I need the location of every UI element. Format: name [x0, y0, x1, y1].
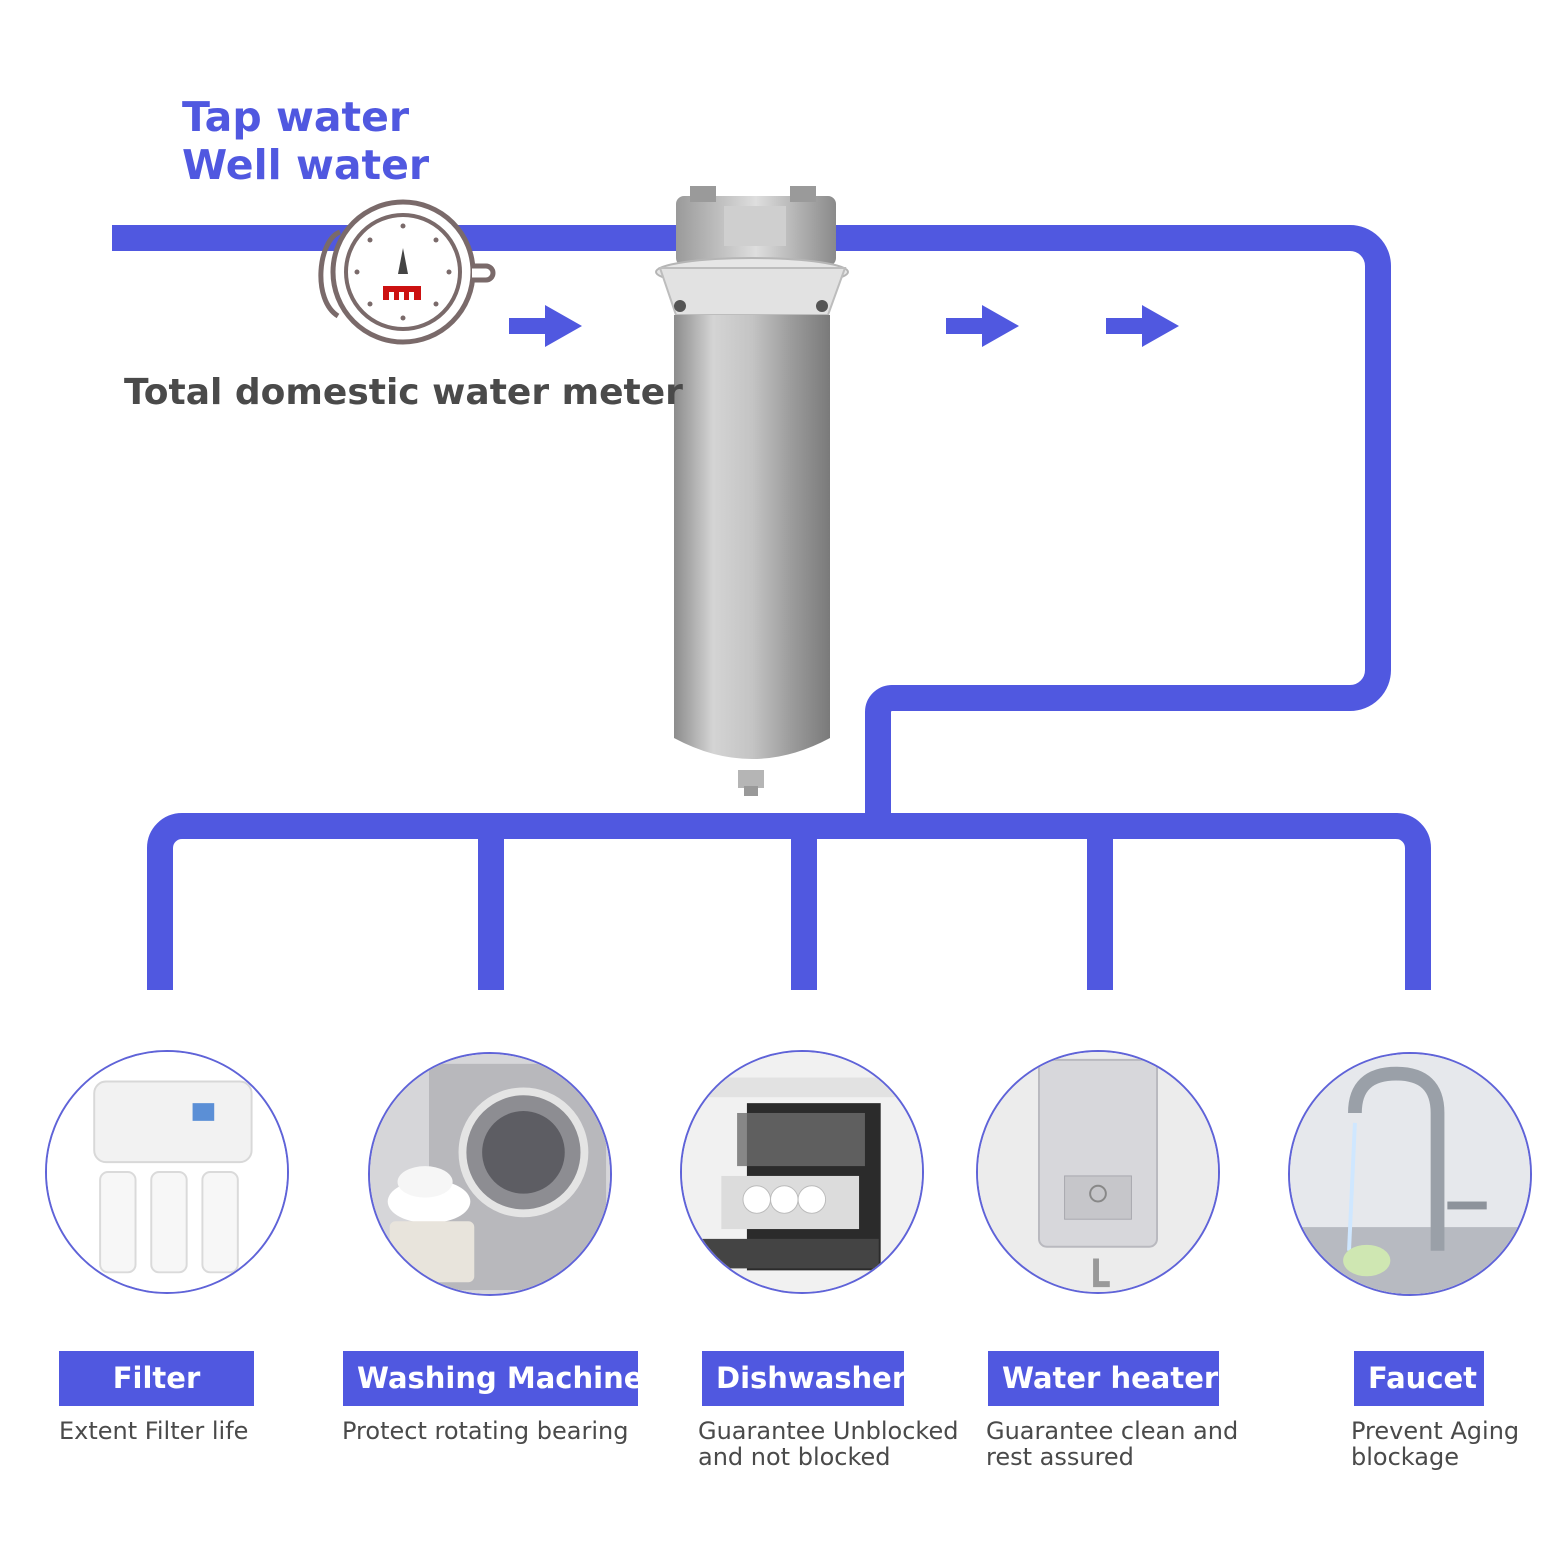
water-heater-icon [976, 1050, 1220, 1294]
flow-arrow-icon [509, 305, 582, 347]
ro-filter-icon [45, 1050, 289, 1294]
manifold-pipe [147, 813, 1431, 990]
water-heater-button[interactable]: Water heater [988, 1351, 1219, 1406]
water-meter-icon [318, 199, 496, 345]
dishwasher-description: Guarantee Unblocked and not blocked [698, 1417, 959, 1471]
filter-housing-icon [655, 186, 849, 796]
filter-button[interactable]: Filter [59, 1351, 254, 1406]
faucet-button[interactable]: Faucet [1354, 1351, 1484, 1406]
washing-machine-button[interactable]: Washing Machine [343, 1351, 643, 1406]
water-heater-description: Guarantee clean and rest assured [986, 1417, 1239, 1471]
flow-arrow-icon [1106, 305, 1179, 347]
washing-machine-icon [368, 1052, 612, 1296]
faucet-icon [1288, 1052, 1532, 1296]
washing-machine-description: Protect rotating bearing [342, 1417, 629, 1445]
source-well-water: Well water [182, 141, 430, 189]
dishwasher-button[interactable]: Dishwasher [702, 1351, 906, 1406]
dishwasher-icon [680, 1050, 924, 1294]
main-pipe [112, 225, 1391, 826]
meter-label: Total domestic water meter [124, 372, 683, 413]
source-tap-water: Tap water [182, 93, 410, 141]
flow-arrow-icon [946, 305, 1019, 347]
filter-description: Extent Filter life [59, 1417, 249, 1445]
faucet-description: Prevent Aging blockage [1351, 1417, 1520, 1471]
